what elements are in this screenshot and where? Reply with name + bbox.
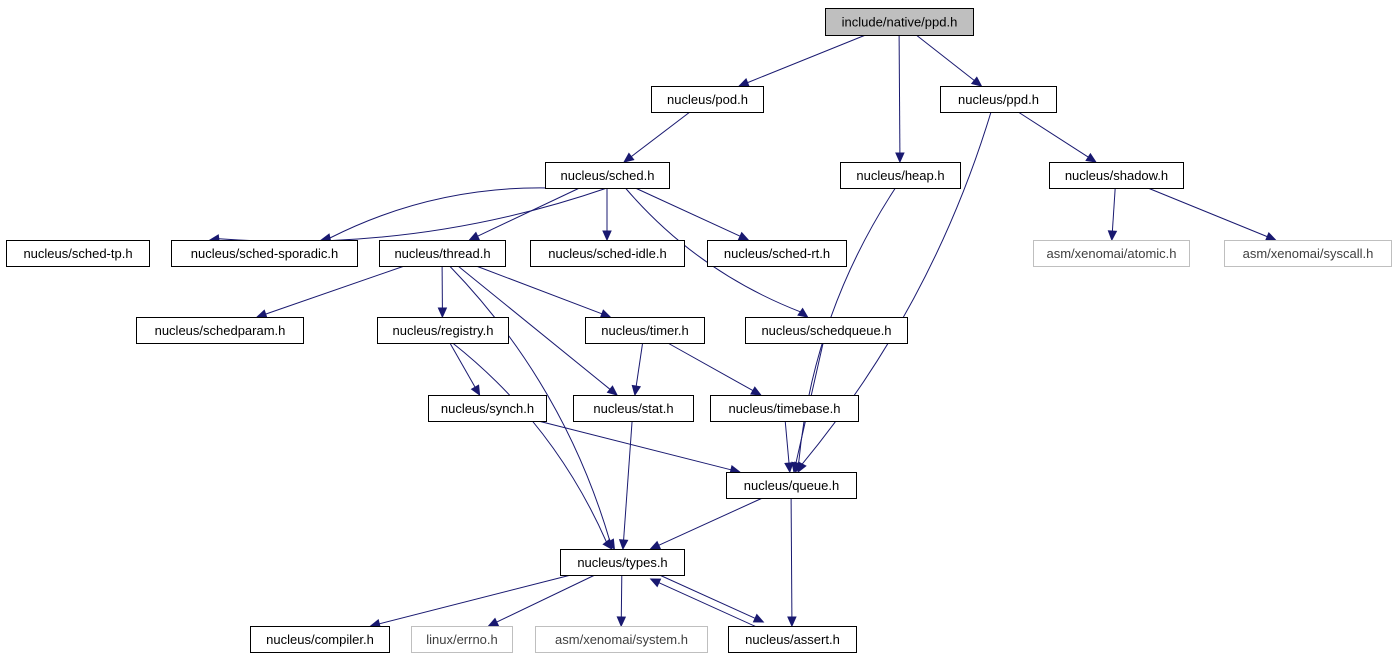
node-synch[interactable]: nucleus/synch.h (428, 395, 547, 422)
node-types[interactable]: nucleus/types.h (560, 549, 685, 576)
edge-types-to-compiler (369, 574, 572, 629)
node-label-pod: nucleus/pod.h (667, 92, 748, 107)
node-label-system: asm/xenomai/system.h (555, 632, 688, 647)
node-label-heap: nucleus/heap.h (856, 168, 944, 183)
edge-types-to-assert (650, 570, 765, 623)
edge-timer-to-timebase (667, 342, 762, 396)
edge-assert-to-types (649, 578, 764, 631)
edge-stat-to-types (618, 420, 633, 551)
edge-types-to-errno (487, 574, 596, 627)
node-syscall: asm/xenomai/syscall.h (1224, 240, 1392, 267)
node-sched-sporadic[interactable]: nucleus/sched-sporadic.h (171, 240, 358, 267)
edge-shadow-to-atomic (1107, 187, 1118, 242)
node-label-stat: nucleus/stat.h (593, 401, 673, 416)
node-compiler[interactable]: nucleus/compiler.h (250, 626, 390, 653)
node-label-sched-idle: nucleus/sched-idle.h (548, 246, 667, 261)
node-sched-idle[interactable]: nucleus/sched-idle.h (530, 240, 685, 267)
node-label-sched-rt: nucleus/sched-rt.h (724, 246, 830, 261)
edge-types-to-system (616, 574, 627, 628)
node-label-timer: nucleus/timer.h (601, 323, 688, 338)
node-assert[interactable]: nucleus/assert.h (728, 626, 857, 653)
node-sched-rt[interactable]: nucleus/sched-rt.h (707, 240, 847, 267)
edge-sched-to-sched_rt (635, 187, 750, 241)
edge-synch-to-queue (538, 420, 741, 475)
node-label-timebase: nucleus/timebase.h (728, 401, 840, 416)
edge-thread-to-registry (437, 265, 448, 319)
edge-ppd_root-to-heap (895, 34, 905, 164)
node-label-ppd-root: include/native/ppd.h (842, 15, 958, 30)
node-queue[interactable]: nucleus/queue.h (726, 472, 857, 499)
edge-registry-to-synch (449, 342, 481, 397)
edge-queue-to-assert (787, 497, 797, 628)
dependency-edges (208, 34, 1277, 631)
node-pod[interactable]: nucleus/pod.h (651, 86, 764, 113)
node-system: asm/xenomai/system.h (535, 626, 708, 653)
node-timer[interactable]: nucleus/timer.h (585, 317, 705, 344)
node-schedqueue[interactable]: nucleus/schedqueue.h (745, 317, 908, 344)
edge-registry-to-types (452, 342, 613, 550)
node-label-ppd: nucleus/ppd.h (958, 92, 1039, 107)
edge-sched-to-schedqueue (625, 187, 809, 318)
node-heap[interactable]: nucleus/heap.h (840, 162, 961, 189)
node-label-sched-tp: nucleus/sched-tp.h (23, 246, 132, 261)
node-label-registry: nucleus/registry.h (393, 323, 494, 338)
edge-ppd_root-to-ppd (915, 34, 983, 87)
node-label-atomic: asm/xenomai/atomic.h (1046, 246, 1176, 261)
node-label-schedparam: nucleus/schedparam.h (155, 323, 286, 338)
node-sched[interactable]: nucleus/sched.h (545, 162, 670, 189)
node-registry[interactable]: nucleus/registry.h (377, 317, 509, 344)
edge-sched-to-sched_tp (208, 187, 608, 244)
node-errno: linux/errno.h (411, 626, 513, 653)
node-label-sched: nucleus/sched.h (561, 168, 655, 183)
node-label-schedqueue: nucleus/schedqueue.h (761, 323, 891, 338)
node-label-syscall: asm/xenomai/syscall.h (1243, 246, 1374, 261)
node-label-compiler: nucleus/compiler.h (266, 632, 374, 647)
node-ppd-root[interactable]: include/native/ppd.h (825, 8, 974, 36)
node-ppd[interactable]: nucleus/ppd.h (940, 86, 1057, 113)
edge-timebase-to-queue (784, 420, 794, 474)
header-nodes: include/native/ppd.h nucleus/pod.h nucleus… (6, 8, 1392, 653)
node-label-thread: nucleus/thread.h (394, 246, 490, 261)
edge-thread-to-schedparam (255, 265, 405, 319)
edge-shadow-to-syscall (1147, 187, 1277, 241)
node-label-synch: nucleus/synch.h (441, 401, 534, 416)
node-label-shadow: nucleus/shadow.h (1065, 168, 1168, 183)
node-timebase[interactable]: nucleus/timebase.h (710, 395, 859, 422)
node-label-sched-sporadic: nucleus/sched-sporadic.h (191, 246, 338, 261)
node-label-errno: linux/errno.h (426, 632, 498, 647)
node-label-types: nucleus/types.h (577, 555, 667, 570)
edge-pod-to-sched (623, 111, 691, 163)
node-shadow[interactable]: nucleus/shadow.h (1049, 162, 1184, 189)
edge-thread-to-timer (476, 265, 612, 319)
node-label-queue: nucleus/queue.h (744, 478, 839, 493)
edge-ppd-to-shadow (1017, 111, 1097, 163)
node-stat[interactable]: nucleus/stat.h (573, 395, 694, 422)
node-atomic: asm/xenomai/atomic.h (1033, 240, 1190, 267)
edge-queue-to-types (649, 497, 763, 550)
edge-sched-to-sched_idle (602, 188, 612, 242)
edge-ppd_root-to-pod (738, 34, 866, 87)
edge-timer-to-stat (631, 342, 644, 397)
node-schedparam[interactable]: nucleus/schedparam.h (136, 317, 304, 344)
node-thread[interactable]: nucleus/thread.h (379, 240, 506, 267)
edge-sched-to-thread (468, 187, 580, 241)
node-label-assert: nucleus/assert.h (745, 632, 840, 647)
node-sched-tp[interactable]: nucleus/sched-tp.h (6, 240, 150, 267)
edge-thread-to-stat (457, 265, 618, 396)
